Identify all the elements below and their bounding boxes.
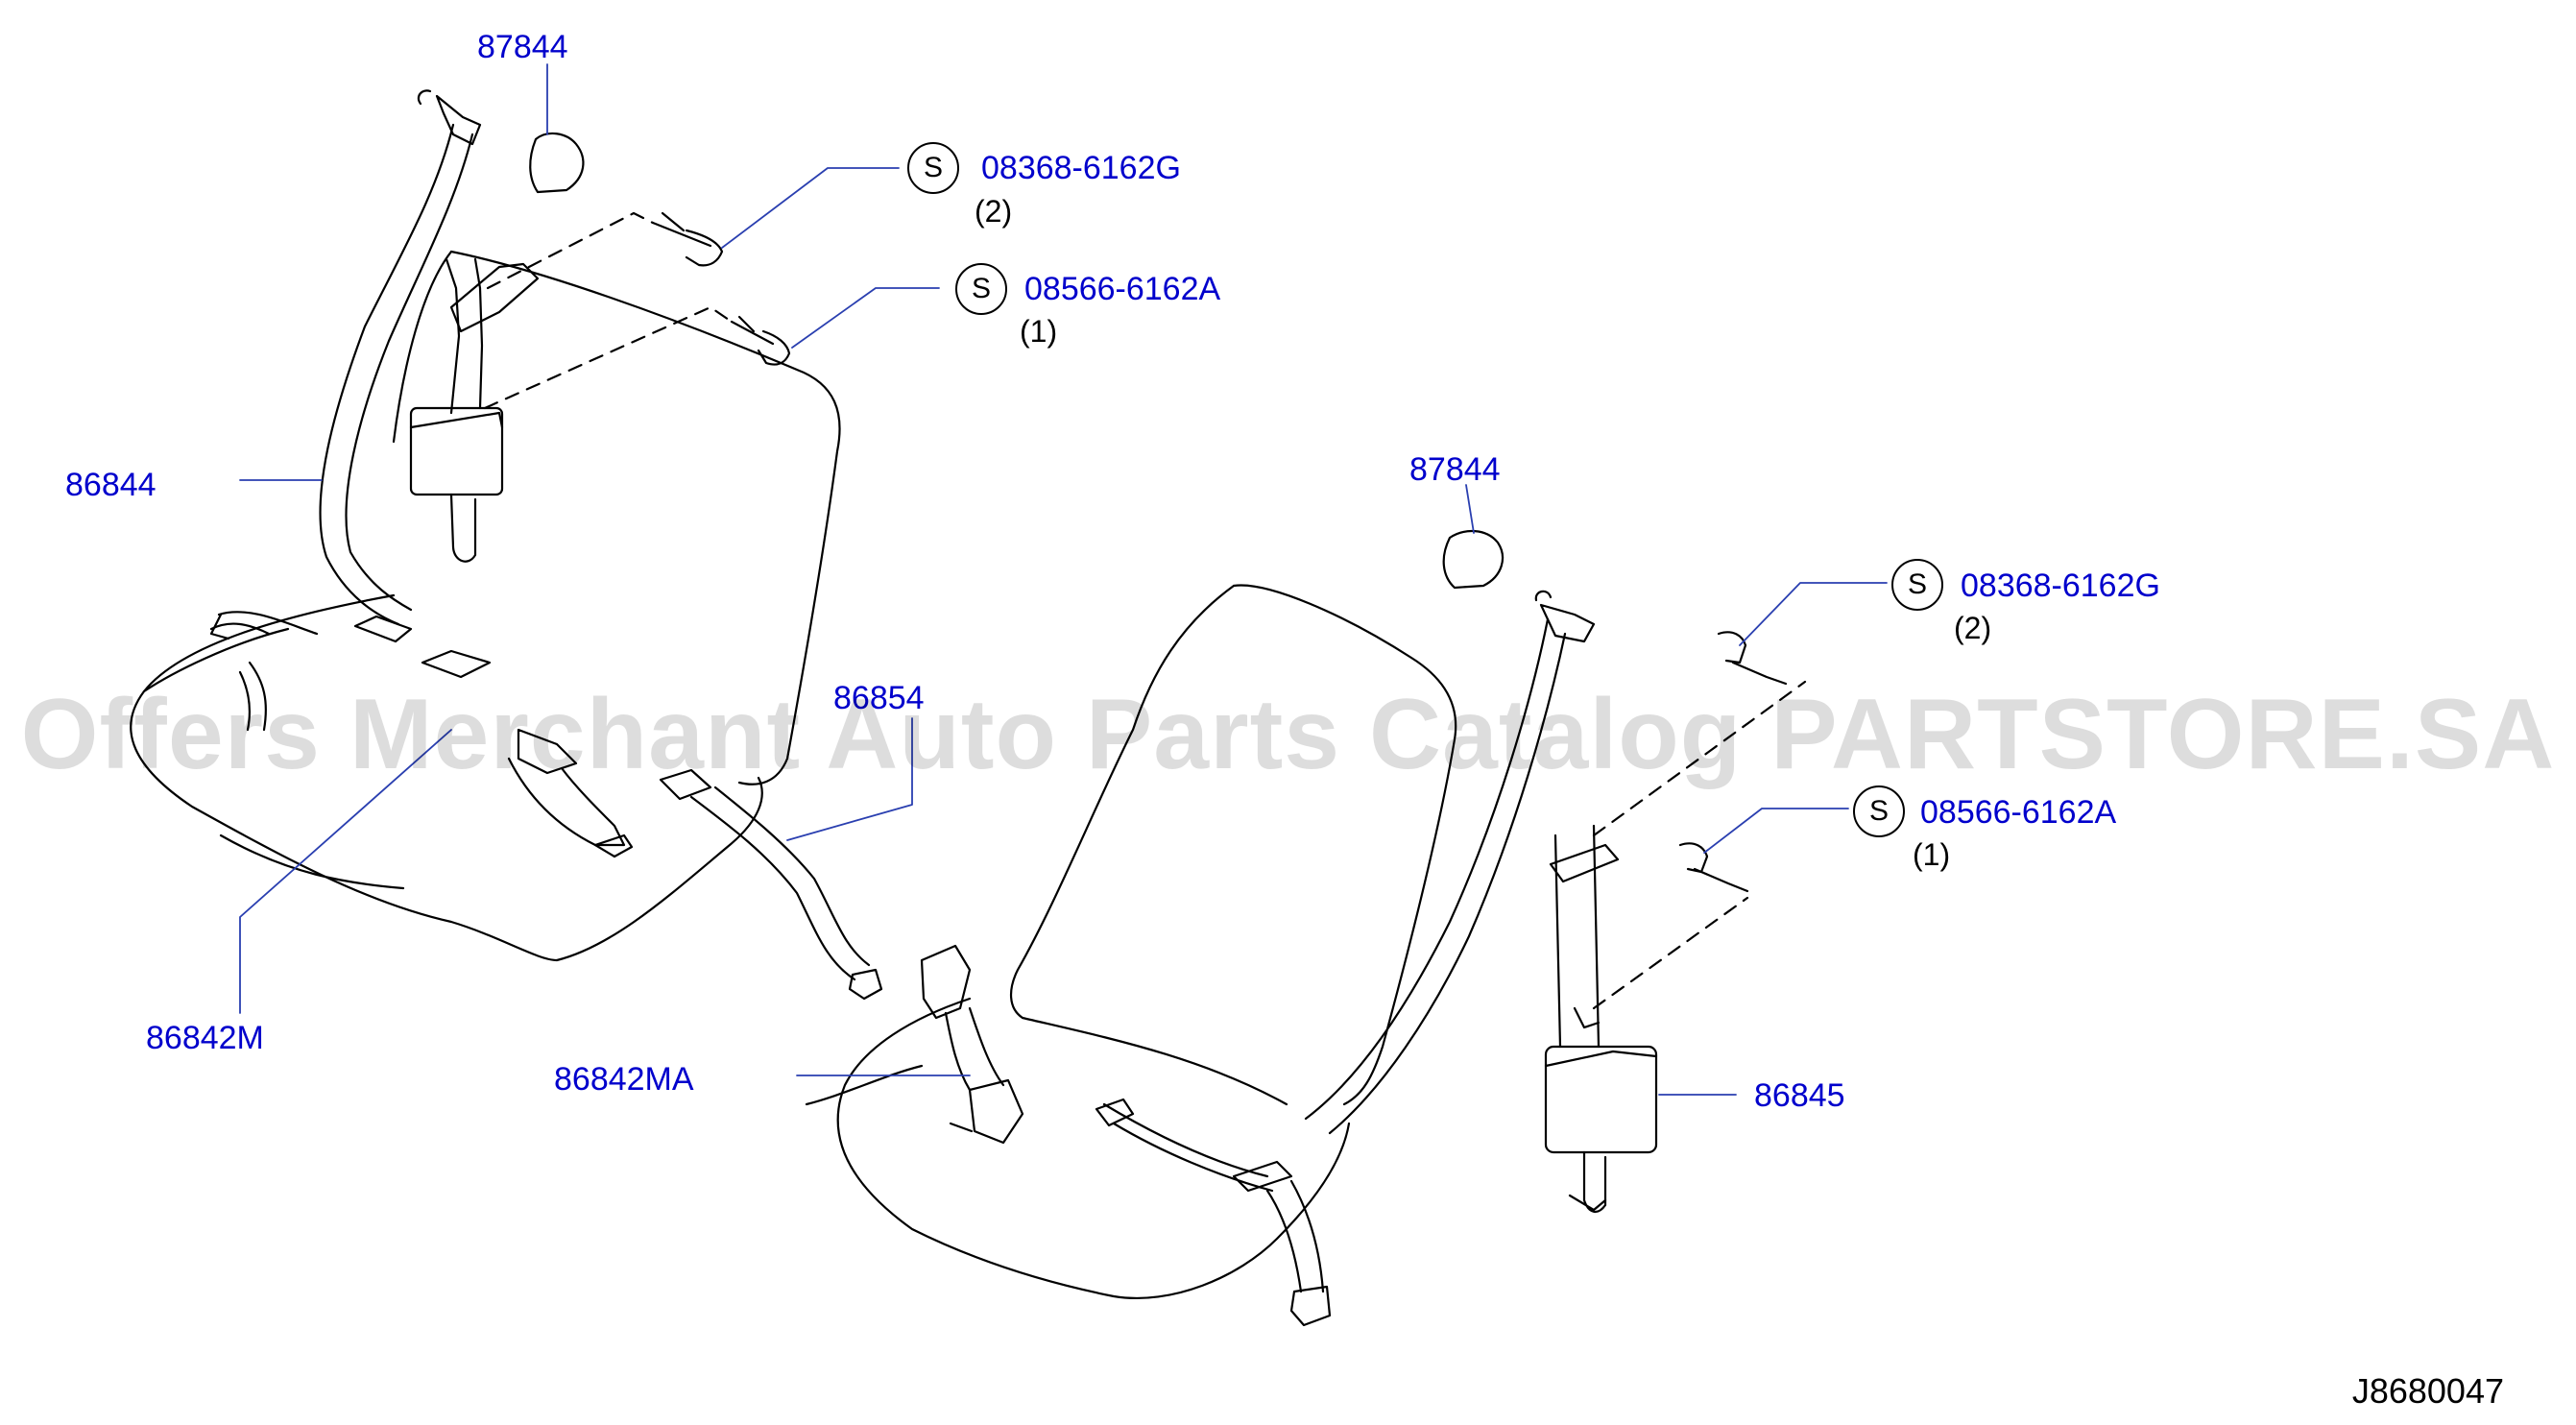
qty-bolt-b-left: (1) — [1020, 314, 1058, 349]
label-bolt-a-left[interactable]: 08368-6162G — [981, 150, 1181, 186]
label-lap-belt-center[interactable]: 86854 — [833, 680, 925, 716]
rear-seat-drawing — [130, 250, 841, 962]
rear-shoulder-belt — [209, 89, 540, 643]
front-bolts — [1678, 631, 1788, 893]
label-bolt-b-right[interactable]: 08566-6162A — [1920, 794, 2117, 831]
front-shoulder-belt — [1304, 590, 1658, 1213]
diagram-code: J8680047 — [2351, 1371, 2504, 1411]
qty-bolt-a-right: (2) — [1954, 611, 1992, 645]
front-buckle-86842MA — [920, 944, 1024, 1145]
label-bolt-a-right[interactable]: 08368-6162G — [1961, 568, 2160, 604]
standard-part-badge: S — [955, 263, 1007, 315]
label-guide-cover-left[interactable]: 87844 — [477, 29, 568, 65]
front-lap-belt — [1095, 1098, 1332, 1327]
rear-buckle-86842M — [238, 649, 634, 858]
rear-dashed-lines — [483, 211, 734, 410]
label-buckle-right[interactable]: 86842MA — [554, 1061, 694, 1098]
leader-lines — [239, 63, 1888, 1096]
label-buckle-left[interactable]: 86842M — [146, 1020, 264, 1056]
label-guide-cover-right[interactable]: 87844 — [1409, 451, 1501, 488]
qty-bolt-a-left: (2) — [975, 194, 1013, 229]
label-retractor-right[interactable]: 86845 — [1754, 1077, 1845, 1114]
label-bolt-b-left[interactable]: 08566-6162A — [1024, 271, 1221, 307]
rear-lap-belt-86854 — [659, 768, 883, 1001]
front-seat-drawing — [805, 584, 1457, 1300]
label-belt-assembly-left[interactable]: 86844 — [65, 467, 156, 503]
front-dashed-lines — [1592, 680, 1807, 1010]
front-guide-cover-87844 — [1442, 530, 1505, 590]
rear-bolts — [651, 211, 791, 366]
qty-bolt-b-right: (1) — [1913, 837, 1951, 872]
rear-guide-cover-87844 — [529, 132, 585, 194]
standard-part-badge: S — [1853, 785, 1905, 837]
standard-part-badge: S — [907, 142, 959, 194]
watermark: Offers Merchant Auto Parts Catalog PARTS… — [20, 679, 2556, 790]
standard-part-badge: S — [1891, 559, 1943, 611]
